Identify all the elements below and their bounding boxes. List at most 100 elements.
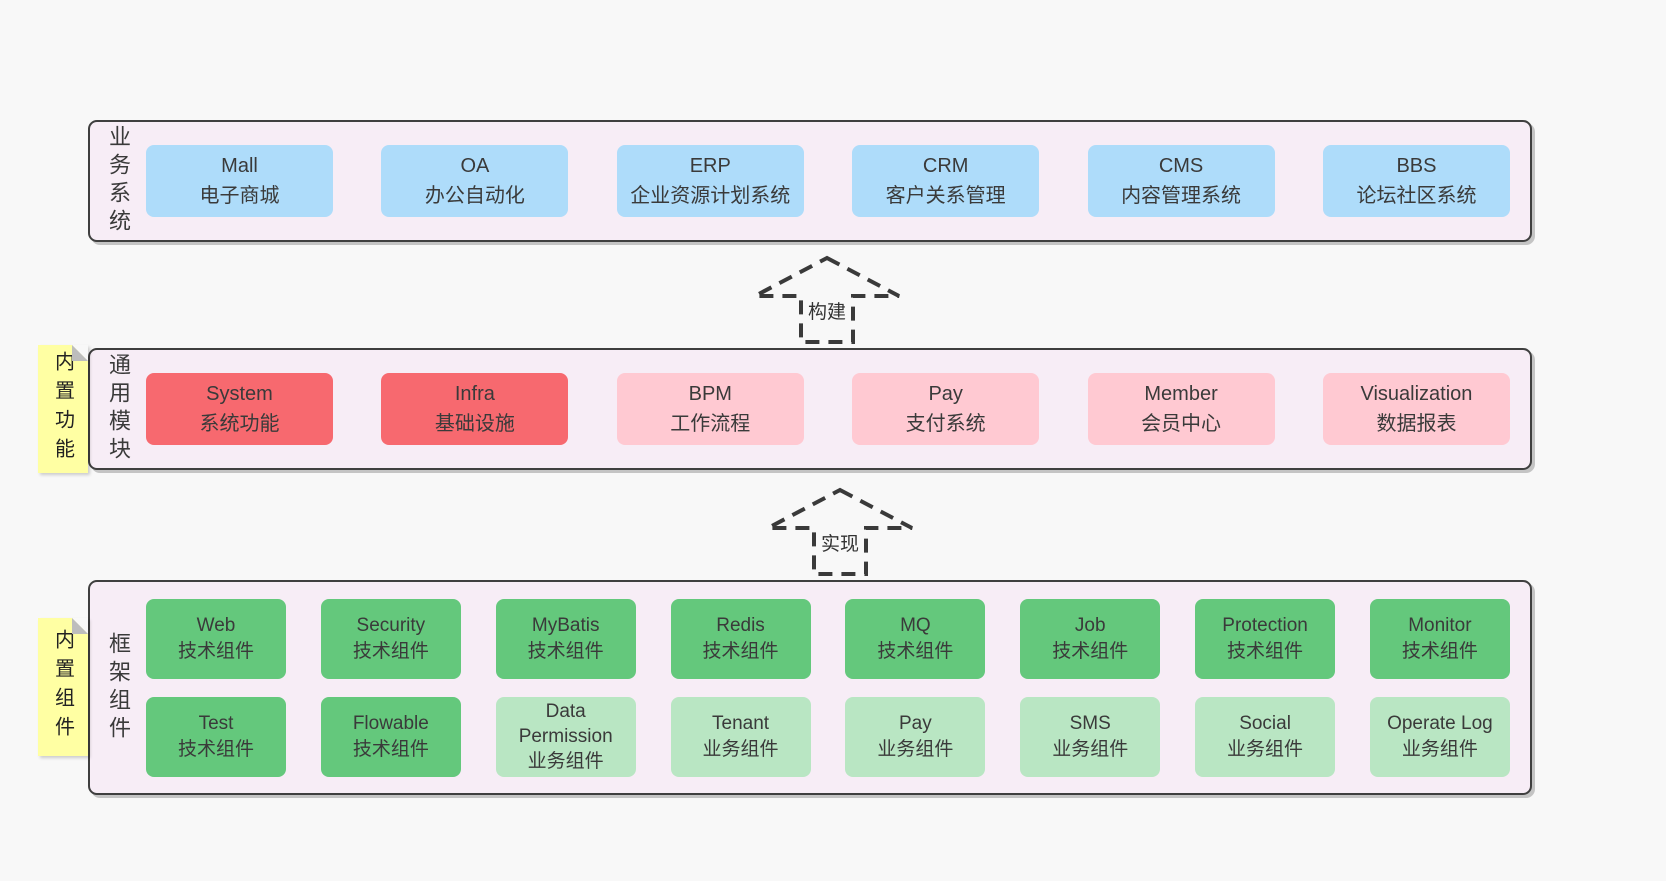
module-title: Infra: [454, 383, 495, 405]
module-box: BPM 工作流程: [616, 373, 804, 445]
module-title: Test: [198, 713, 234, 735]
module-box: SMS 业务组件: [1020, 696, 1161, 777]
module-subtitle: 技术组件: [527, 640, 604, 662]
module-subtitle: 业务组件: [1227, 738, 1304, 760]
section-rows: System 系统功能 Infra 基础设施 BPM 工作流程 Pay 支付系统…: [146, 350, 1530, 468]
box-row: System 系统功能 Infra 基础设施 BPM 工作流程 Pay 支付系统…: [146, 373, 1510, 445]
module-subtitle: 技术组件: [352, 738, 429, 760]
sticky-note: 内置组件: [38, 618, 88, 756]
module-box: Operate Log 业务组件: [1369, 696, 1510, 777]
module-title: Protection: [1222, 615, 1308, 637]
module-subtitle: 办公自动化: [424, 185, 525, 207]
module-title: Data Permission: [518, 700, 613, 747]
module-box: Redis 技术组件: [670, 598, 811, 679]
section-rows: Mall 电子商城 OA 办公自动化 ERP 企业资源计划系统 CRM 客户关系…: [146, 122, 1530, 240]
module-title: OA: [460, 155, 490, 177]
module-title: Redis: [716, 615, 765, 637]
module-title: ERP: [689, 155, 731, 177]
module-subtitle: 技术组件: [702, 640, 779, 662]
module-box: Test 技术组件: [146, 696, 286, 777]
arrow-label: 构建: [803, 297, 851, 324]
module-title: Visualization: [1360, 383, 1473, 405]
module-title: Member: [1144, 383, 1218, 405]
module-title: Tenant: [712, 713, 770, 735]
module-subtitle: 业务组件: [877, 738, 954, 760]
module-subtitle: 工作流程: [670, 413, 751, 435]
module-box: Social 业务组件: [1195, 696, 1336, 777]
module-title: SMS: [1069, 713, 1111, 735]
dashed-up-arrow-icon: [767, 487, 913, 576]
module-subtitle: 电子商城: [199, 185, 280, 207]
module-box: Pay 业务组件: [845, 696, 986, 777]
module-subtitle: 技术组件: [177, 738, 254, 760]
up-arrow: 构建: [752, 255, 902, 345]
module-subtitle: 技术组件: [177, 640, 254, 662]
section-common-modules: 通用模块 System 系统功能 Infra 基础设施 BPM 工作流程 Pay…: [88, 348, 1532, 470]
module-subtitle: 业务组件: [1052, 738, 1129, 760]
module-box: CRM 客户关系管理: [852, 145, 1040, 217]
module-subtitle: 系统功能: [199, 413, 280, 435]
module-title: Mall: [221, 155, 258, 177]
module-subtitle: 业务组件: [702, 738, 779, 760]
module-subtitle: 技术组件: [352, 640, 429, 662]
module-title: Monitor: [1408, 615, 1472, 637]
box-row: Mall 电子商城 OA 办公自动化 ERP 企业资源计划系统 CRM 客户关系…: [146, 145, 1510, 217]
folded-corner-icon: [72, 618, 88, 634]
module-box: MQ 技术组件: [845, 598, 986, 679]
module-box: Monitor 技术组件: [1369, 598, 1510, 679]
module-box: Mall 电子商城: [146, 145, 333, 217]
sticky-note: 内置功能: [38, 345, 88, 473]
box-row: Web 技术组件 Security 技术组件 MyBatis 技术组件 Redi…: [146, 598, 1510, 679]
module-subtitle: 业务组件: [527, 751, 604, 773]
module-subtitle: 业务组件: [1401, 738, 1478, 760]
module-subtitle: 企业资源计划系统: [630, 185, 791, 207]
module-subtitle: 内容管理系统: [1121, 185, 1242, 207]
module-title: Pay: [928, 383, 963, 405]
module-title: Social: [1239, 713, 1291, 735]
module-box: ERP 企业资源计划系统: [616, 145, 804, 217]
section-framework-components: 框架组件 Web 技术组件 Security 技术组件 MyBatis 技术组件…: [88, 580, 1532, 795]
module-subtitle: 技术组件: [1052, 640, 1129, 662]
module-title: MyBatis: [531, 615, 600, 637]
module-subtitle: 会员中心: [1141, 413, 1222, 435]
module-subtitle: 客户关系管理: [885, 185, 1006, 207]
module-box: MyBatis 技术组件: [495, 598, 636, 679]
module-box: Flowable 技术组件: [320, 696, 461, 777]
section-label: 通用模块: [106, 353, 131, 465]
module-box: Web 技术组件: [146, 598, 286, 679]
module-box: CMS 内容管理系统: [1087, 145, 1275, 217]
module-title: BPM: [688, 383, 732, 405]
module-box: Visualization 数据报表: [1322, 373, 1510, 445]
sticky-note-label: 内置组件: [51, 629, 74, 745]
up-arrow: 实现: [765, 487, 915, 577]
module-box: Member 会员中心: [1087, 373, 1275, 445]
module-box: Job 技术组件: [1020, 598, 1161, 679]
module-box: Infra 基础设施: [381, 373, 569, 445]
module-subtitle: 技术组件: [1401, 640, 1478, 662]
module-title: Job: [1074, 615, 1106, 637]
module-subtitle: 数据报表: [1376, 413, 1457, 435]
arrow-label: 实现: [816, 529, 864, 556]
module-subtitle: 技术组件: [1227, 640, 1304, 662]
module-subtitle: 基础设施: [434, 413, 515, 435]
folded-corner-icon: [72, 345, 88, 361]
module-box: System 系统功能: [146, 373, 333, 445]
module-subtitle: 支付系统: [905, 413, 986, 435]
section-label: 业务系统: [106, 125, 131, 237]
module-title: Flowable: [352, 713, 429, 735]
section-label: 框架组件: [106, 631, 131, 744]
module-box: Pay 支付系统: [852, 373, 1040, 445]
section-business-systems: 业务系统 Mall 电子商城 OA 办公自动化 ERP 企业资源计划系统 CRM…: [88, 120, 1532, 242]
sticky-note-label: 内置功能: [51, 351, 74, 467]
module-subtitle: 技术组件: [877, 640, 954, 662]
module-box: BBS 论坛社区系统: [1322, 145, 1510, 217]
module-box: Security 技术组件: [320, 598, 461, 679]
section-rows: Web 技术组件 Security 技术组件 MyBatis 技术组件 Redi…: [146, 582, 1530, 793]
module-box: Tenant 业务组件: [670, 696, 811, 777]
module-title: MQ: [900, 615, 931, 637]
module-title: Pay: [899, 713, 932, 735]
box-row: Test 技术组件 Flowable 技术组件 Data Permission …: [146, 696, 1510, 777]
module-title: Security: [356, 615, 426, 637]
module-title: BBS: [1396, 155, 1437, 177]
